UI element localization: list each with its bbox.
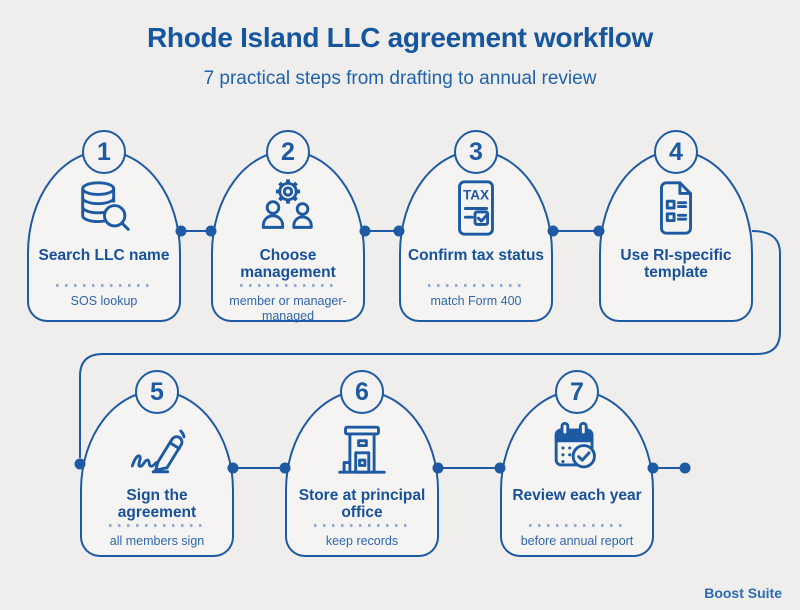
step-card-4: 4 Use RI-specific template xyxy=(599,130,753,322)
dotted-divider xyxy=(314,524,410,527)
step-subtitle: SOS lookup xyxy=(70,294,138,308)
page-title: Rhode Island LLC agreement workflow xyxy=(146,22,653,53)
calendar-check-icon xyxy=(502,412,652,484)
svg-text:TAX: TAX xyxy=(463,187,489,202)
step-title: Review each year xyxy=(512,487,642,504)
dotted-divider xyxy=(240,284,336,287)
step-title: Use RI-specific template xyxy=(620,247,732,282)
step-number-badge: 3 xyxy=(454,130,498,174)
template-checklist-icon xyxy=(601,172,751,244)
step-title: Search LLC name xyxy=(38,247,170,264)
signature-pen-icon xyxy=(82,412,232,484)
dotted-divider xyxy=(529,524,625,527)
dotted-divider xyxy=(109,524,205,527)
step-title: Store at principal office xyxy=(298,487,426,522)
step-card-3: 3 TAX Confirm tax status match Form 400 xyxy=(399,130,553,322)
step-card-1: 1 Search LLC name SOS lookup xyxy=(27,130,181,322)
step-title: Sign the agreement xyxy=(117,487,197,522)
step-number-badge: 2 xyxy=(266,130,310,174)
database-search-icon xyxy=(29,172,179,244)
step-number-badge: 5 xyxy=(135,370,179,414)
dotted-divider xyxy=(56,284,152,287)
step-title: Confirm tax status xyxy=(407,247,545,264)
step-title: Choose management xyxy=(240,247,336,282)
people-gear-icon xyxy=(213,172,363,244)
step-number-badge: 6 xyxy=(340,370,384,414)
step-number-badge: 4 xyxy=(654,130,698,174)
step-number-badge: 7 xyxy=(555,370,599,414)
step-subtitle: member or manager-managed xyxy=(229,294,347,323)
step-subtitle: match Form 400 xyxy=(430,294,522,308)
page-subtitle: 7 practical steps from drafting to annua… xyxy=(203,68,597,89)
brand-logo: Boost Suite xyxy=(704,585,782,601)
step-card-7: 7 Review each year before annual report xyxy=(500,370,654,557)
step-card-5: 5 Sign the agreement all members sign xyxy=(80,370,234,557)
tax-document-icon: TAX xyxy=(401,172,551,244)
step-subtitle: keep records xyxy=(325,534,399,548)
step-number-badge: 1 xyxy=(82,130,126,174)
step-subtitle: before annual report xyxy=(520,534,634,548)
step-card-6: 6 Store at principal office keep records xyxy=(285,370,439,557)
office-building-icon xyxy=(287,412,437,484)
step-subtitle: all members sign xyxy=(109,534,205,548)
dotted-divider xyxy=(428,284,524,287)
step-card-2: 2 Choose management member or manager-ma… xyxy=(211,130,365,323)
